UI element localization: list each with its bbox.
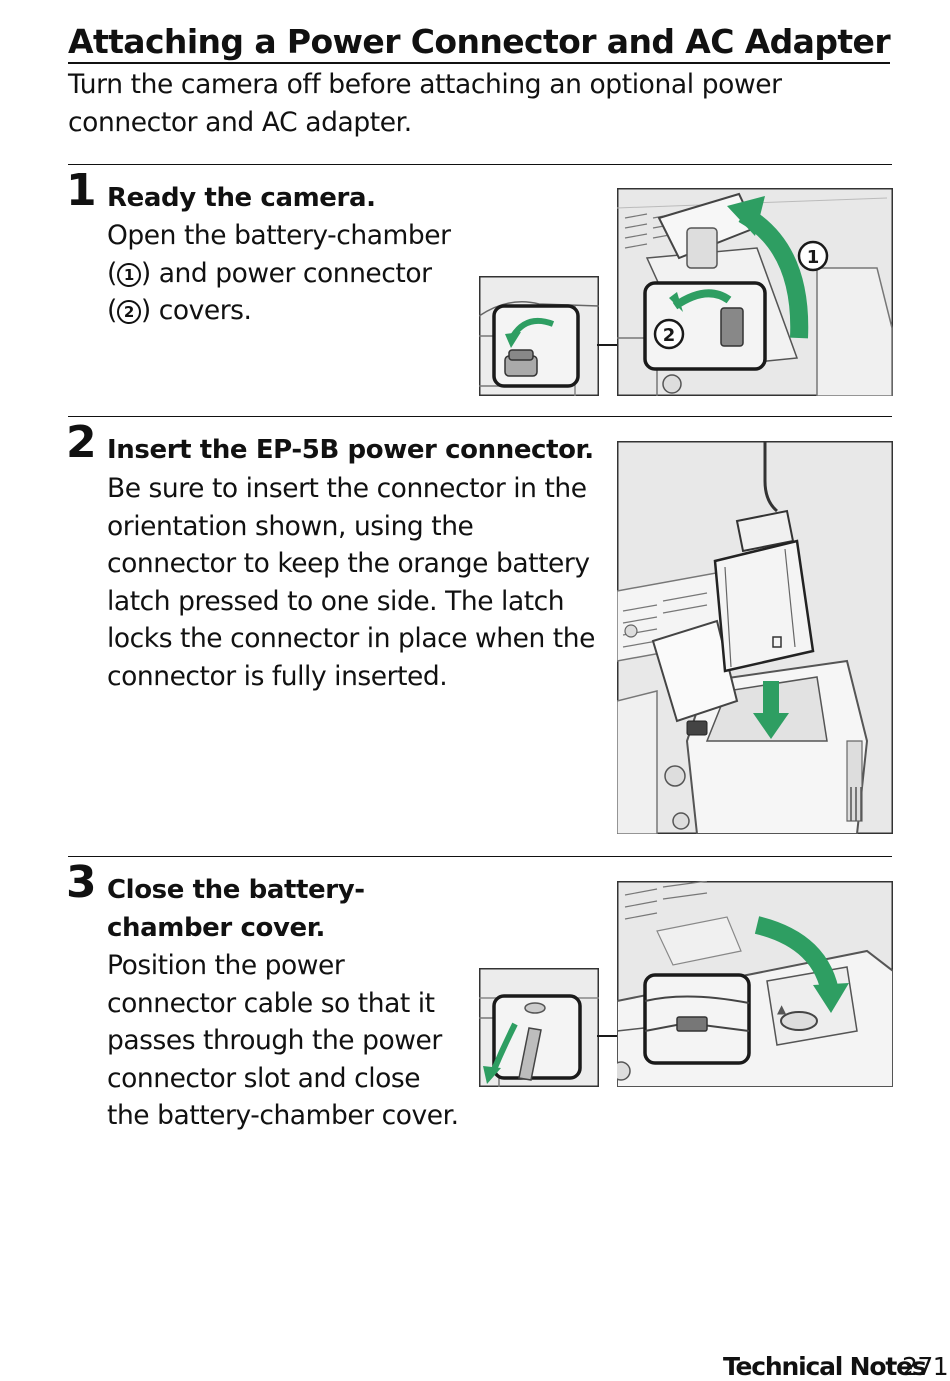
step-divider: [68, 416, 892, 417]
step-divider: [68, 856, 892, 857]
body-line: the battery-chamber cover.: [107, 1100, 459, 1131]
callout-number: 1: [807, 247, 820, 268]
camera-battery-chamber-illustration: 1 2: [617, 188, 893, 396]
title-line: Close the battery-: [107, 875, 365, 905]
body-line: (1) and power connector: [107, 257, 432, 289]
step-body: Be sure to insert the connector in the o…: [107, 473, 595, 692]
callout-marker: 2: [116, 300, 141, 324]
power-connector-insertion-illustration: [617, 441, 893, 834]
step-title: Insert the EP-5B power connector.: [107, 435, 594, 465]
step-number: 2: [66, 417, 97, 468]
page-title: Attaching a Power Connector and AC Adapt…: [68, 22, 891, 64]
body-line: connector cable so that it: [107, 987, 435, 1019]
page-number: 271: [902, 1352, 949, 1381]
intro-paragraph: Turn the camera off before attaching an …: [68, 69, 782, 138]
inset-illustration: [479, 276, 599, 396]
body-line: passes through the power: [107, 1025, 442, 1056]
step-title: Ready the camera.: [107, 183, 376, 213]
step-body: Position the power connector cable so th…: [107, 947, 477, 1135]
inset-illustration: [479, 968, 599, 1087]
footer-section-label: Technical Notes: [723, 1352, 927, 1381]
step-number: 3: [66, 857, 97, 908]
title-line: chamber cover.: [107, 912, 325, 943]
body-line: (2) covers.: [107, 295, 252, 326]
step-title: Close the battery- chamber cover.: [107, 872, 365, 947]
body-line: connector slot and close: [107, 1062, 421, 1094]
camera-cover-closing-illustration: ▲: [617, 881, 893, 1087]
svg-text:▲: ▲: [777, 1002, 787, 1016]
callout-number: 2: [663, 325, 676, 346]
step-number: 1: [66, 165, 97, 216]
body-line: Position the power: [107, 950, 345, 981]
step-divider: [68, 164, 892, 165]
body-line: Open the battery-chamber: [107, 220, 451, 251]
callout-marker: 1: [116, 262, 141, 287]
step-body: Open the battery-chamber (1) and power c…: [107, 217, 467, 330]
